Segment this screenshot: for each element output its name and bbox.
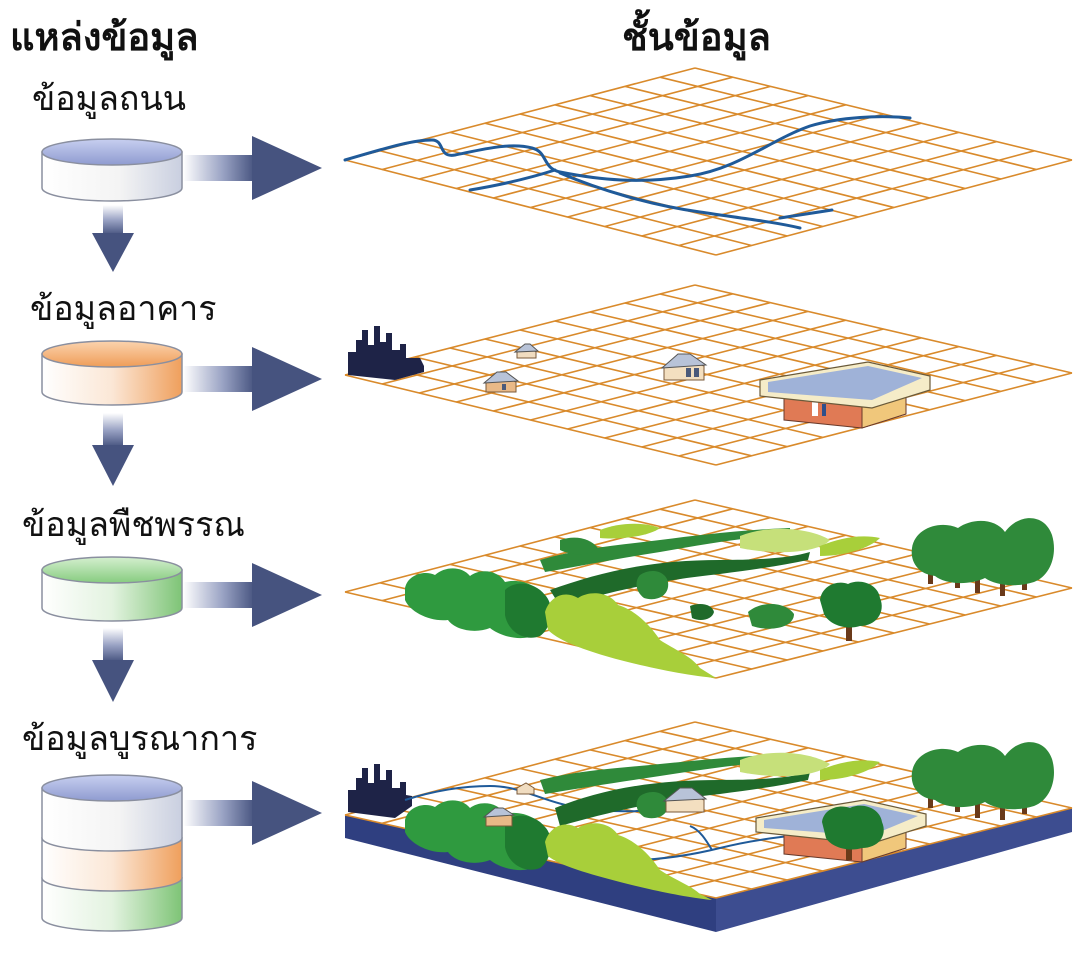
database-cylinder-buildings bbox=[41, 340, 183, 406]
vegetation-patches bbox=[540, 523, 880, 629]
forest-left bbox=[405, 568, 716, 678]
tree-cluster-right bbox=[911, 518, 1054, 596]
vegetation-layer bbox=[344, 499, 1073, 679]
integrated-large-building bbox=[755, 799, 927, 863]
right-arrow-vegetation bbox=[183, 563, 322, 627]
layers-heading: ชั้นข้อมูล bbox=[622, 15, 771, 59]
database-cylinder-integrated bbox=[41, 774, 183, 932]
source-label-vegetation: ข้อมูลพืชพรรณ bbox=[22, 505, 245, 545]
house-medium bbox=[660, 353, 708, 381]
integrated-layer bbox=[344, 721, 1073, 932]
source-label-roads: ข้อมูลถนน bbox=[32, 79, 186, 119]
integrated-tree-cluster bbox=[911, 742, 1054, 820]
road-layer bbox=[343, 67, 1073, 256]
right-arrow-integrated bbox=[183, 781, 322, 845]
house-small-1 bbox=[513, 343, 540, 359]
sources-heading: แหล่งข้อมูล bbox=[10, 15, 199, 59]
database-cylinder-roads bbox=[41, 138, 183, 202]
tree-single bbox=[820, 581, 882, 641]
building-layer-grid bbox=[344, 284, 1073, 466]
down-arrow-1 bbox=[92, 205, 134, 272]
integrated-houses bbox=[482, 782, 708, 827]
down-arrow-3 bbox=[92, 628, 134, 702]
database-cylinder-vegetation bbox=[41, 556, 183, 622]
road-lines bbox=[343, 115, 912, 230]
down-arrow-2 bbox=[92, 413, 134, 486]
integrated-vegetation bbox=[405, 752, 880, 900]
building-layer bbox=[344, 284, 1073, 466]
large-building bbox=[759, 361, 931, 429]
integrated-city-skyline bbox=[348, 764, 412, 818]
source-label-buildings: ข้อมูลอาคาร bbox=[30, 289, 217, 329]
road-layer-grid bbox=[344, 67, 1073, 256]
house-small-2 bbox=[482, 371, 520, 393]
right-arrow-buildings bbox=[183, 347, 322, 411]
city-skyline bbox=[348, 326, 424, 380]
source-label-integrated: ข้อมูลบูรณาการ bbox=[22, 719, 258, 759]
right-arrow-roads bbox=[183, 136, 322, 200]
